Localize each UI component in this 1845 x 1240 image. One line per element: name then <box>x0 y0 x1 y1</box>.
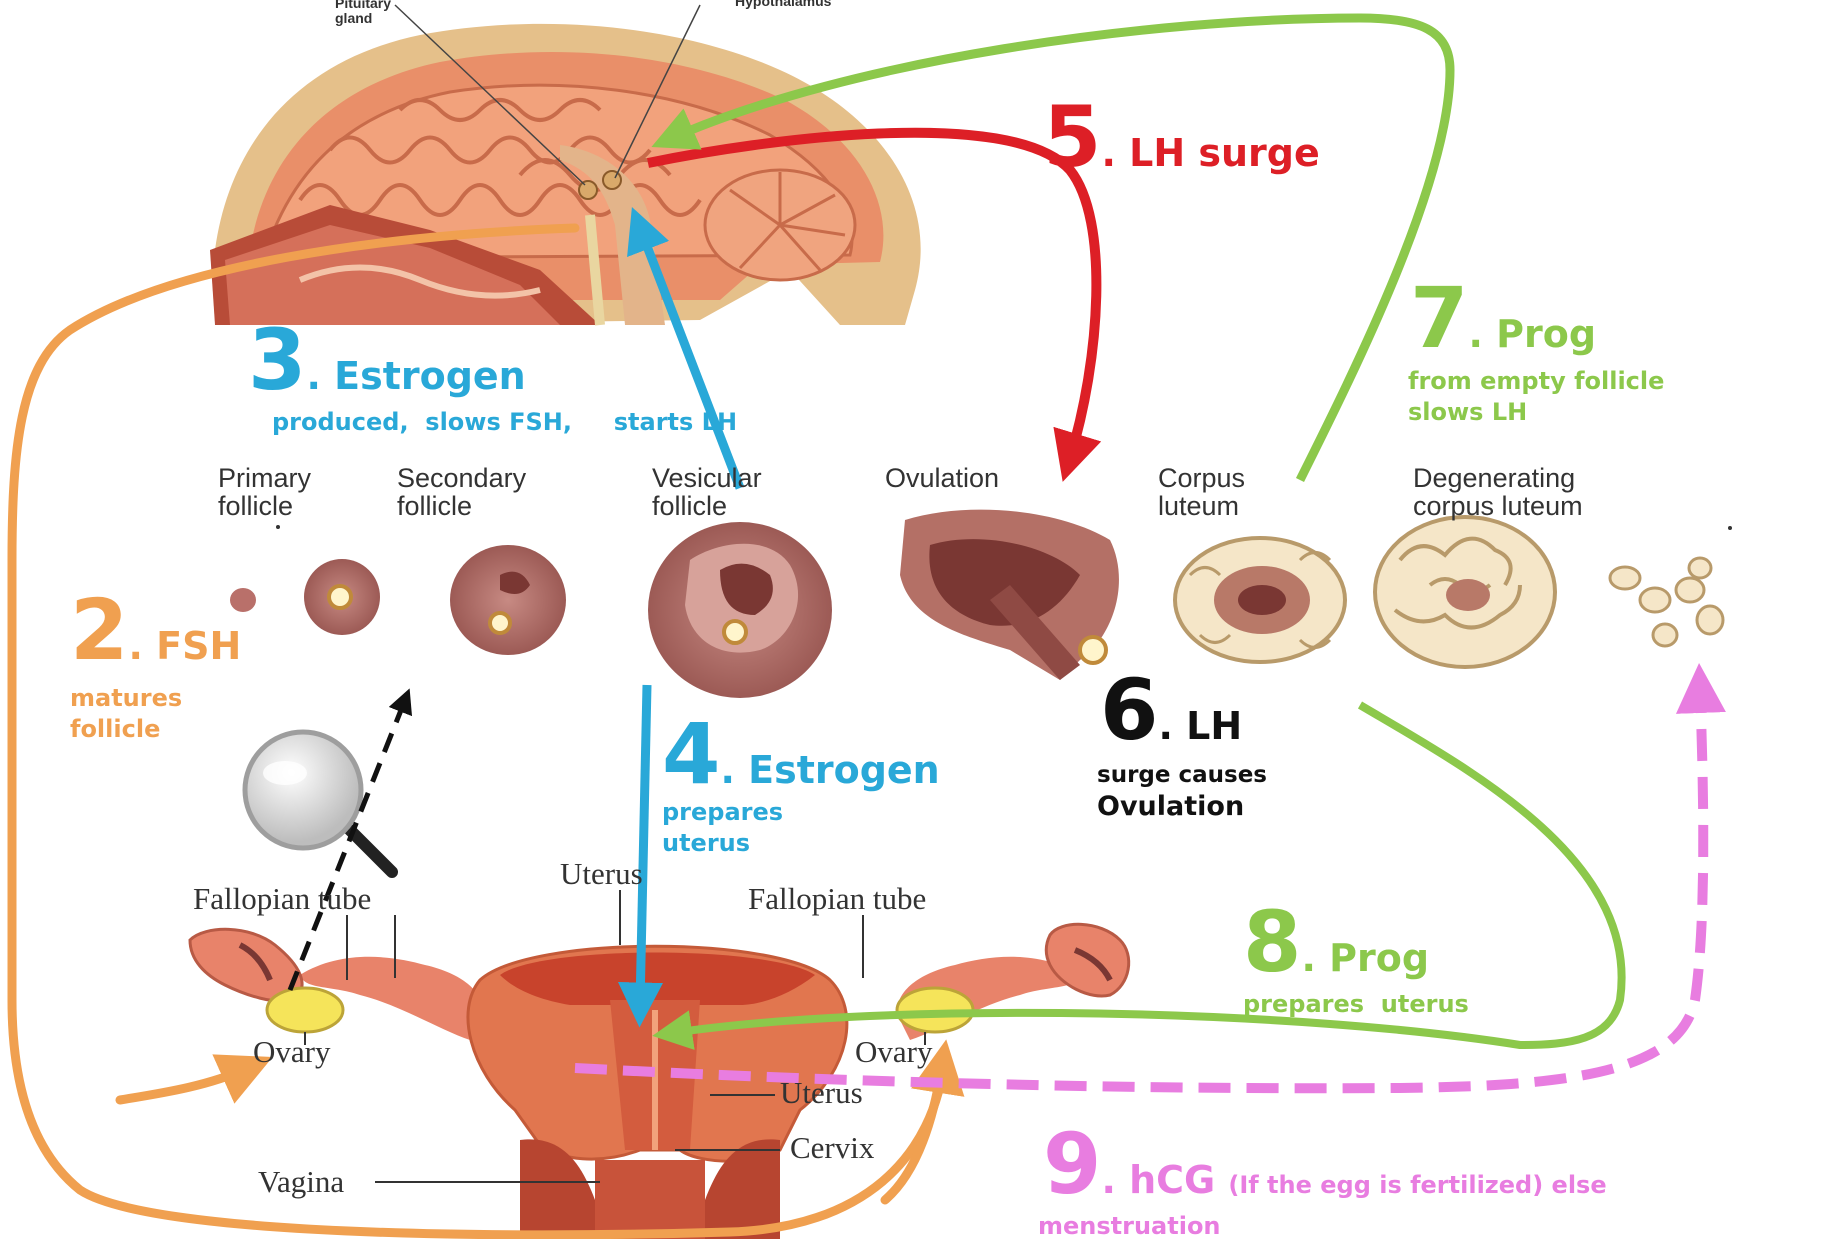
uterus-top-label: Uterus <box>560 858 643 891</box>
step-3-number: 3 <box>248 311 306 409</box>
step-8-title: . Prog <box>1301 936 1429 980</box>
fallopian-tube-left-label: Fallopian tube <box>193 883 371 916</box>
step-8-description: prepares uterus <box>1243 992 1469 1017</box>
step-6-number: 6 <box>1100 661 1158 759</box>
step-3-description: produced, slows FSH, starts LH <box>272 410 737 435</box>
step-8-number: 8 <box>1243 893 1301 991</box>
ovary-left-label: Ovary <box>253 1036 330 1069</box>
fallopian-tube-right-label: Fallopian tube <box>748 883 926 916</box>
step-2-title: . FSH <box>128 624 241 668</box>
step-2-number: 2 <box>70 581 128 679</box>
vagina-label: Vagina <box>258 1166 344 1199</box>
step-7-title: . Prog <box>1468 312 1596 356</box>
step-4-number: 4 <box>662 705 720 803</box>
step-4-estrogen: 4. Estrogen <box>662 712 940 796</box>
step-2-description: matures follicle <box>70 683 182 745</box>
step-9-description: (If the egg is fertilized) else <box>1228 1171 1606 1199</box>
pituitary-gland-label: Pituitary gland <box>335 0 391 25</box>
step-6-lh: 6. LH <box>1100 668 1242 752</box>
step-3-title: . Estrogen <box>306 354 525 398</box>
follicle-illustrations <box>230 510 1732 698</box>
step-5-lh-surge: 5. LH surge <box>1043 95 1320 179</box>
step-9-number: 9 <box>1043 1115 1101 1213</box>
step-9-hcg: 9. hCG (If the egg is fertilized) else <box>1043 1122 1607 1206</box>
step-5-number: 5 <box>1043 88 1101 186</box>
step-4-description: prepares uterus <box>662 797 783 859</box>
stage-primary-follicle: Primary follicle <box>218 464 311 521</box>
step-6-title: . LH <box>1158 704 1242 748</box>
step-3-estrogen: 3. Estrogen <box>248 318 526 402</box>
step-2-fsh: 2. FSH <box>70 588 241 672</box>
stage-vesicular-follicle: Vesicular follicle <box>652 464 762 521</box>
ovary-right-label: Ovary <box>855 1036 932 1069</box>
stage-ovulation: Ovulation <box>885 464 999 492</box>
step-8-prog: 8. Prog <box>1243 900 1429 984</box>
cervix-label: Cervix <box>790 1132 874 1165</box>
step-7-description: from empty follicle slows LH <box>1408 366 1664 428</box>
hypothalamus-label: Hypothalamus <box>735 0 831 9</box>
step-6-description: surge causes <box>1097 763 1267 787</box>
step-9-menstruation: menstruation <box>1038 1214 1221 1239</box>
step-5-title: . LH surge <box>1101 131 1319 175</box>
step-4-title: . Estrogen <box>720 748 939 792</box>
step-9-title: . hCG <box>1101 1158 1215 1202</box>
step-7-number: 7 <box>1410 269 1468 367</box>
uterus-inner-label: Uterus <box>780 1077 863 1110</box>
magnifying-glass-icon <box>245 732 392 872</box>
brain-illustration <box>210 5 921 325</box>
stage-secondary-follicle: Secondary follicle <box>397 464 526 521</box>
step-6-ovulation: Ovulation <box>1097 793 1244 821</box>
stage-degenerating-corpus-luteum: Degenerating corpus luteum <box>1413 464 1583 521</box>
step-7-prog: 7. Prog <box>1410 276 1596 360</box>
stage-corpus-luteum: Corpus luteum <box>1158 464 1245 521</box>
